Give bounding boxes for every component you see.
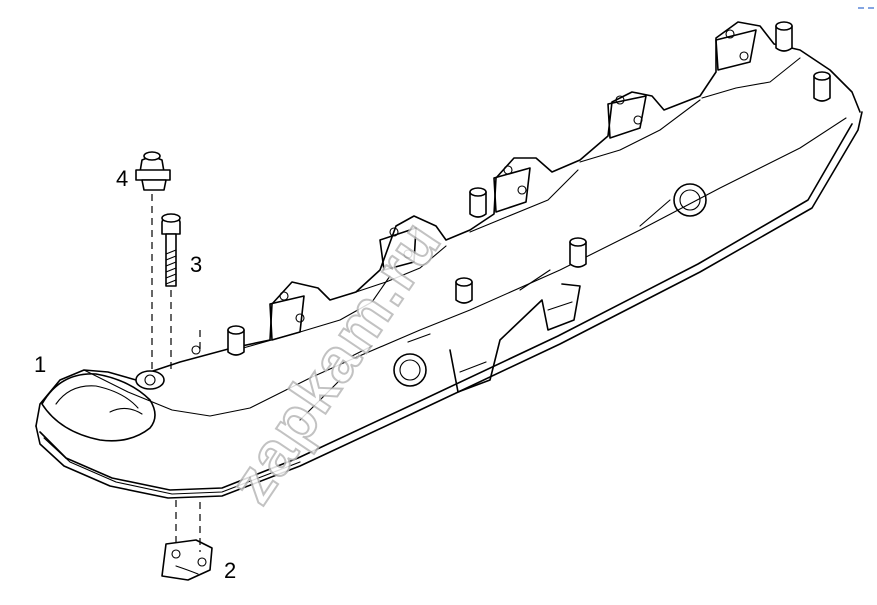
side-bosses	[393, 183, 707, 387]
bolt-part-3	[161, 213, 181, 287]
watermark: zapkam.ru	[216, 208, 455, 516]
callout-4: 4	[116, 166, 128, 191]
assembly-lines	[151, 194, 201, 552]
callout-2: 2	[224, 558, 236, 583]
callout-1: 1	[34, 352, 46, 377]
flange-holes	[191, 29, 749, 355]
exhaust-manifold	[35, 21, 863, 499]
studs	[227, 21, 831, 356]
gasket-part-2	[161, 539, 213, 581]
nut-part-4	[135, 151, 171, 191]
callout-3: 3	[190, 252, 202, 277]
